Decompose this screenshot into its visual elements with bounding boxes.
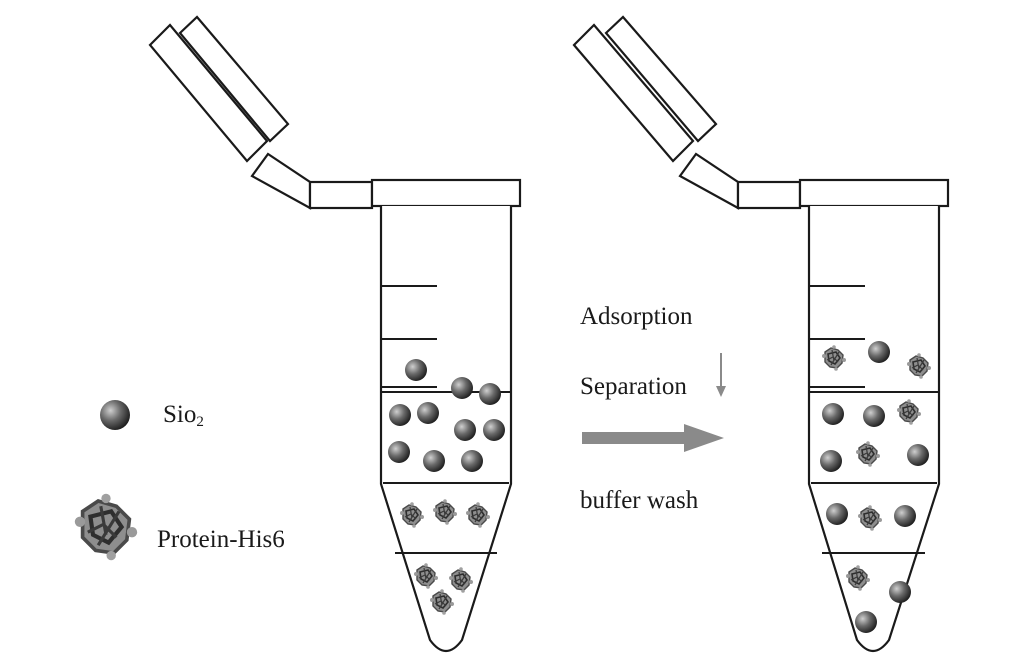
sio2-bead [894, 505, 916, 527]
graduation-marks-after [809, 285, 939, 554]
sio2-bead [826, 503, 848, 525]
sio2-beads-after [820, 341, 929, 633]
sio2-bead [855, 611, 877, 633]
sio2-bead [907, 444, 929, 466]
separation-down-arrow-icon [716, 353, 726, 397]
tube-body-before [379, 206, 513, 653]
sio2-bead [868, 341, 890, 363]
sio2-bead [822, 403, 844, 425]
sio2-bead [461, 450, 483, 472]
sio2-bead [388, 441, 410, 463]
tube-lid-after [572, 15, 950, 210]
protein-cluster-icon [75, 494, 137, 561]
tube-lid-before [148, 15, 522, 210]
separation-label: Separation [580, 373, 687, 400]
sio2-beads-before [388, 359, 505, 472]
protein-label: Protein-His6 [157, 526, 285, 553]
sio2-label-subscript: 2 [196, 414, 204, 430]
sio2-bead [454, 419, 476, 441]
sio2-bead [889, 581, 911, 603]
sio2-bead [423, 450, 445, 472]
buffer-wash-label: buffer wash [580, 487, 699, 514]
sio2-bead [863, 405, 885, 427]
sio2-bead [451, 377, 473, 399]
tube-body-after [807, 206, 941, 653]
sio2-bead [417, 402, 439, 424]
adsorption-label: Adsorption [580, 303, 693, 330]
sio2-label-base: Sio [163, 401, 197, 428]
graduation-marks-before [381, 285, 511, 554]
right-arrow-icon [582, 424, 724, 452]
sio2-label: Sio2 [163, 402, 204, 430]
tube-after [572, 15, 950, 653]
sio2-bead [820, 450, 842, 472]
sio2-bead [479, 383, 501, 405]
sphere-icon [100, 400, 130, 430]
sio2-bead [405, 359, 427, 381]
tube-before [148, 15, 522, 653]
sio2-bead [483, 419, 505, 441]
sio2-bead [389, 404, 411, 426]
